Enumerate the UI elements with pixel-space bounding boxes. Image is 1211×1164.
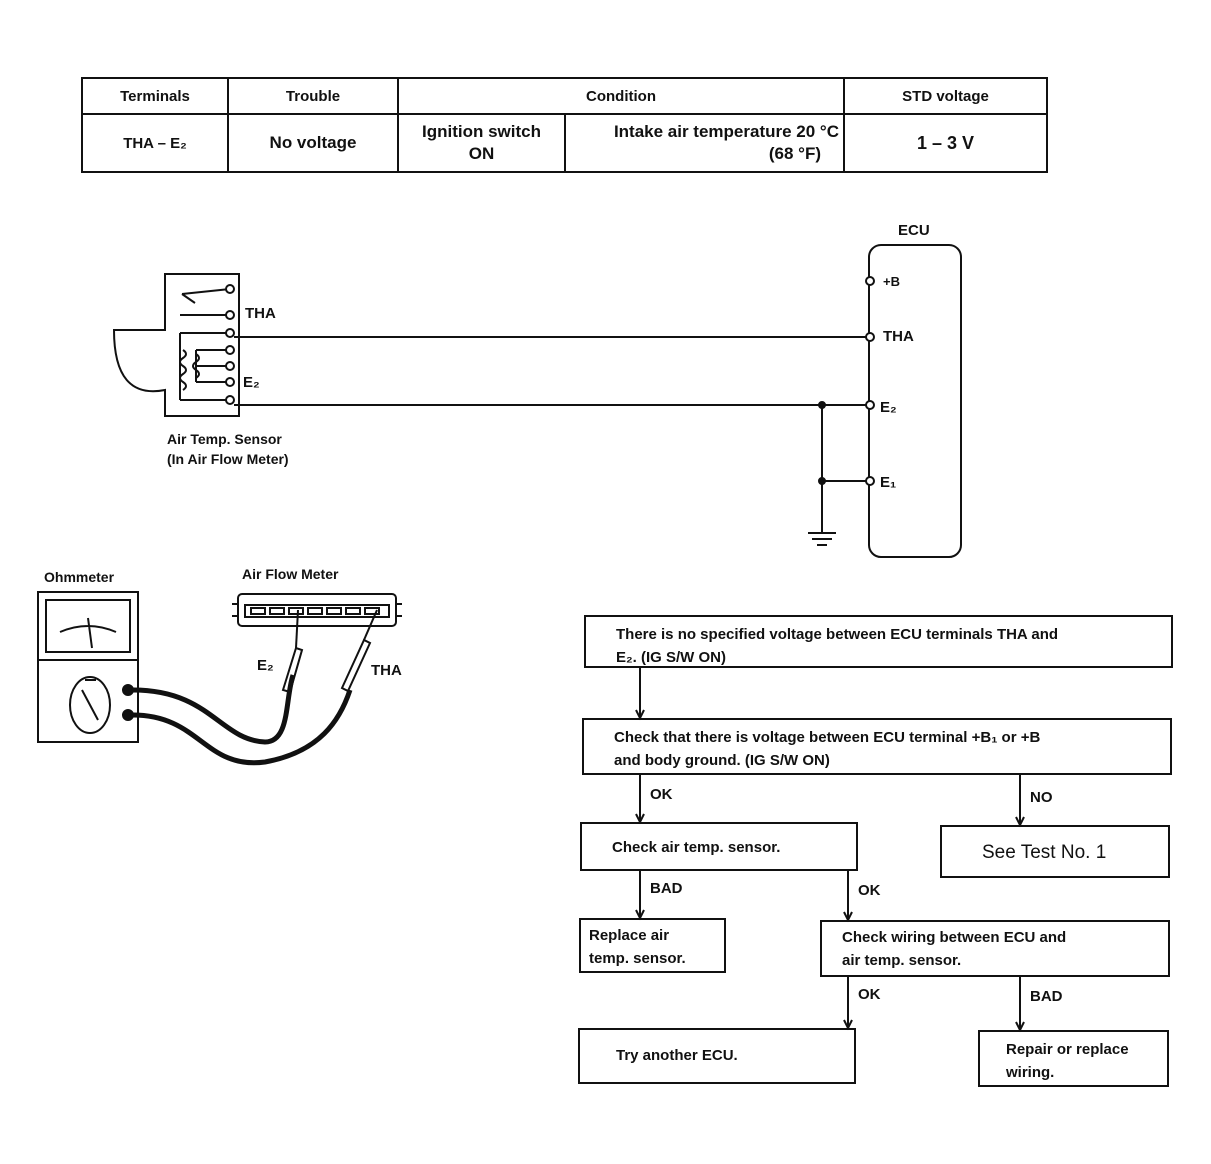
header-trouble: Trouble [227, 77, 399, 115]
cell-std-voltage: 1 – 3 V [843, 113, 1048, 173]
header-condition: Condition [397, 77, 845, 115]
spec-table: Terminals Trouble Condition STD voltage … [81, 77, 1048, 173]
branch-bad-2: BAD [1030, 988, 1063, 1005]
condition-temp-line-2: (68 °F) [768, 144, 821, 163]
sensor-pin-tha: THA [245, 305, 276, 322]
flow-replace-line-2: temp. sensor. [589, 950, 686, 967]
probe-label-tha: THA [371, 662, 402, 679]
branch-ok-3: OK [858, 986, 881, 1003]
lead-tha [132, 689, 353, 766]
flow-check-wiring-line-1: Check wiring between ECU and [842, 929, 1067, 946]
ecu-pin-e1: E₁ [880, 474, 897, 491]
condition-temp-line-1: Intake air temperature 20 °C [613, 122, 839, 141]
thermistor-coil [179, 349, 187, 391]
sensor-housing [112, 273, 240, 417]
branch-no: NO [1030, 789, 1053, 806]
branch-ok-2: OK [858, 882, 881, 899]
afm-label: Air Flow Meter [242, 566, 339, 582]
sensor-caption-2: (In Air Flow Meter) [167, 451, 289, 467]
header-terminals: Terminals [81, 77, 229, 115]
flow-check-voltage-box: Check that there is voltage between ECU … [582, 718, 1172, 775]
flow-see-test-box: See Test No. 1 [940, 825, 1170, 878]
wire-ground [821, 405, 870, 533]
spec-table-header: Terminals Trouble Condition STD voltage [81, 77, 1048, 115]
flow-replace-box: Replace air temp. sensor. [579, 918, 726, 973]
ecu-pin-b: +B [883, 274, 900, 289]
flow-try-ecu-text: Try another ECU. [616, 1047, 738, 1064]
ohmmeter-label: Ohmmeter [44, 569, 115, 585]
sensor-pin-e2: E₂ [243, 374, 260, 391]
branch-ok-1: OK [650, 786, 673, 803]
flow-try-ecu-box: Try another ECU. [578, 1028, 856, 1084]
afm-connector [237, 593, 397, 627]
flow-repair-box: Repair or replace wiring. [978, 1030, 1169, 1087]
sensor-caption-1: Air Temp. Sensor [167, 431, 282, 447]
cell-condition-temp: Intake air temperature 20 °C (68 °F) [564, 113, 845, 173]
lead-e2 [132, 674, 296, 745]
flow-see-test-text: See Test No. 1 [982, 842, 1107, 863]
flow-check-wiring-box: Check wiring between ECU and air temp. s… [820, 920, 1170, 977]
flow-check-sensor-text: Check air temp. sensor. [612, 839, 781, 856]
cell-terminals: THA – E₂ [81, 113, 229, 173]
cell-trouble: No voltage [227, 113, 399, 173]
flow-repair-line-1: Repair or replace [1006, 1041, 1129, 1058]
header-std-voltage: STD voltage [843, 77, 1048, 115]
branch-bad-1: BAD [650, 880, 683, 897]
ecu-label: ECU [898, 222, 930, 239]
flow-check-voltage-line-2: and body ground. (IG S/W ON) [614, 752, 830, 769]
flow-replace-line-1: Replace air [589, 927, 670, 944]
flow-check-sensor-box: Check air temp. sensor. [580, 822, 858, 871]
flow-repair-line-2: wiring. [1006, 1064, 1055, 1081]
probe-label-e2: E₂ [257, 657, 274, 674]
condition-switch-line-2: ON [468, 144, 495, 163]
thermistor-coil-2 [192, 353, 200, 379]
flow-start-line-2: E₂. (IG S/W ON) [616, 649, 726, 666]
flow-check-wiring-line-2: air temp. sensor. [842, 952, 962, 969]
flow-check-voltage-line-1: Check that there is voltage between ECU … [614, 729, 1041, 746]
ground-symbol [808, 532, 836, 546]
flow-start-line-1: There is no specified voltage between EC… [616, 626, 1059, 643]
flow-start-box: There is no specified voltage between EC… [584, 615, 1173, 668]
ecu-pin-e2: E₂ [880, 399, 897, 416]
condition-switch-line-1: Ignition switch [422, 122, 541, 141]
ecu-pin-tha: THA [883, 328, 914, 345]
table-row: THA – E₂ No voltage Ignition switch ON I… [81, 113, 1048, 173]
cell-condition-switch: Ignition switch ON [397, 113, 566, 173]
ohmmeter-dial [69, 676, 111, 734]
ohmmeter-body [37, 591, 139, 743]
